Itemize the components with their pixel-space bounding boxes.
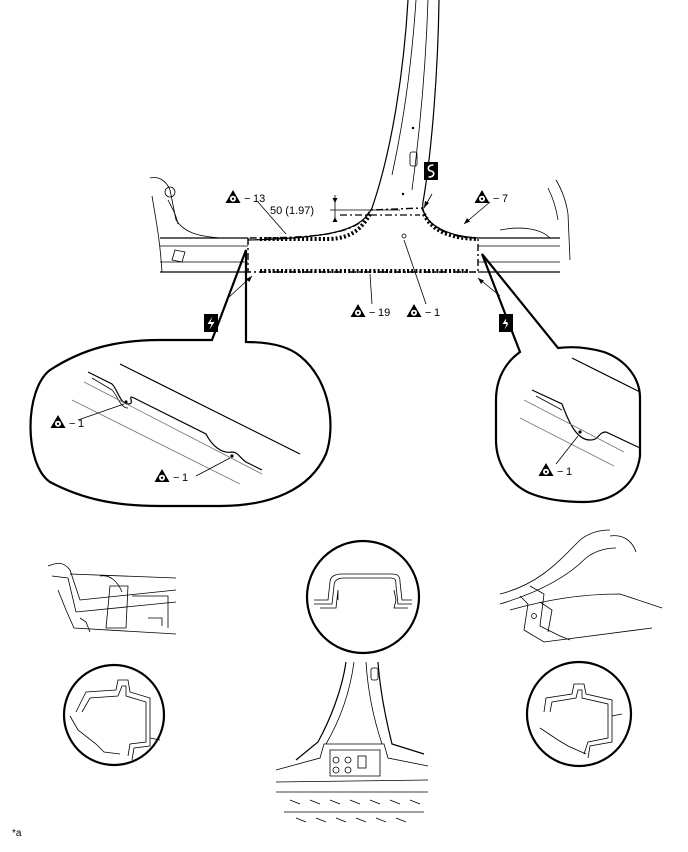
spot-weld-icon — [50, 415, 66, 428]
footnote-label: *a — [12, 828, 22, 839]
svg-text:−: − — [425, 307, 431, 319]
main-body-view: 50 (1.97) − 13 − 7 − 19 − — [149, 0, 571, 332]
weld-callout-detail-left-a: − 1 — [50, 415, 84, 430]
svg-text:−: − — [493, 193, 499, 205]
weld-callout-detail-left-b: − 1 — [154, 469, 188, 484]
svg-text:1: 1 — [78, 418, 84, 430]
lower-right-part-view — [499, 529, 663, 643]
svg-text:−: − — [244, 193, 250, 205]
svg-text:19: 19 — [378, 307, 390, 319]
spot-weld-row-top-right — [422, 213, 477, 241]
spot-weld-icon — [406, 304, 422, 317]
spot-weld-icon — [154, 469, 170, 482]
dimension-label: 50 (1.97) — [270, 205, 314, 217]
weld-callout-7: − 7 — [474, 190, 508, 205]
cross-section-lower-right — [525, 660, 633, 768]
cross-section-lower-left — [62, 663, 166, 767]
spot-weld-icon — [474, 190, 490, 203]
s-cut-icon — [423, 161, 439, 181]
svg-text:1: 1 — [182, 472, 188, 484]
detail-callout-right: − 1 — [480, 253, 642, 504]
b-pillar — [247, 0, 409, 241]
bottom-center-part-view — [275, 661, 429, 823]
svg-text:7: 7 — [502, 193, 508, 205]
weld-callout-13: − 13 — [225, 190, 265, 205]
detail-left-drawing — [71, 363, 301, 485]
svg-text:1: 1 — [566, 466, 572, 478]
svg-text:1: 1 — [434, 307, 440, 319]
svg-text:13: 13 — [253, 193, 265, 205]
cross-section-top-center — [305, 539, 421, 655]
svg-text:−: − — [173, 472, 179, 484]
weld-callout-detail-right: − 1 — [538, 463, 572, 478]
svg-text:−: − — [69, 418, 75, 430]
weld-callout-19: − 19 — [350, 304, 390, 319]
spot-weld-icon — [350, 304, 366, 317]
svg-text:−: − — [557, 466, 563, 478]
svg-text:−: − — [369, 307, 375, 319]
spot-weld-icon — [538, 463, 554, 476]
weld-callout-1: − 1 — [406, 304, 440, 319]
lower-left-part-view — [47, 562, 177, 635]
spot-weld-icon — [225, 190, 241, 203]
detail-callout-left: − 1 − 1 — [29, 249, 332, 508]
detail-right-drawing — [519, 357, 641, 467]
spot-weld-row-top-left — [260, 212, 372, 241]
